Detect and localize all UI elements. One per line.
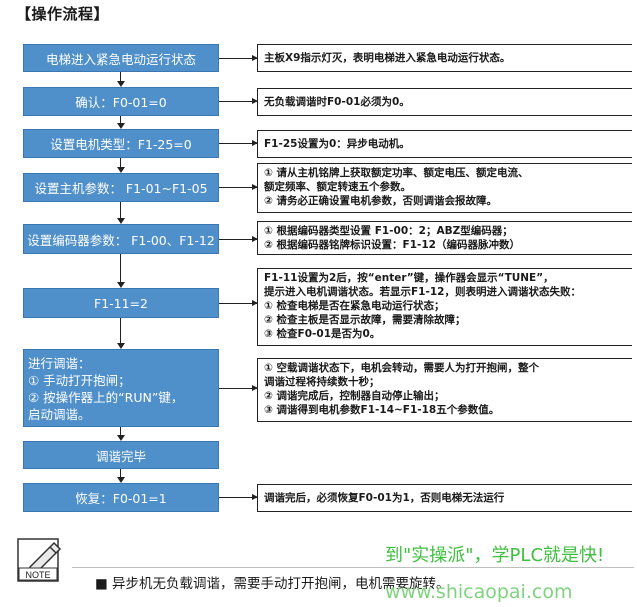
- flow-step-tuning-done: 调谐完毕: [23, 441, 219, 469]
- note-tuning: ① 空载调谐状态下，电机会转动，需要人为打开抱闸，整个 调谐过程将持续数十秒； …: [257, 358, 632, 422]
- connector-line: [120, 202, 121, 218]
- note-line: ① 请从主机铭牌上获取额定功率、额定电压、额定电流、: [264, 167, 529, 179]
- connector-line: [120, 469, 121, 477]
- note-arrow: [219, 98, 258, 104]
- flow-step-label: 调谐完毕: [95, 448, 146, 464]
- note-line: ③ 调谐得到电机参数F1-14~F1-18五个参数值。: [264, 404, 500, 416]
- connector-arrow: [117, 123, 125, 129]
- note-motor-type: F1-25设置为0：异步电动机。: [257, 130, 632, 158]
- flow-step-confirm: 确认：F0-01=0: [23, 87, 219, 116]
- flow-step-restore: 恢复：F0-01=1: [23, 483, 219, 512]
- note-line: ② 检查主板是否显示故障，需要清除故障；: [264, 314, 466, 326]
- watermark-slogan: 到"实操派"，学PLC就是快!: [385, 545, 605, 566]
- flow-step-line: 启动调谐。: [28, 407, 91, 422]
- flow-step-f1-11: F1-11=2: [23, 288, 219, 318]
- connector-arrow: [117, 218, 125, 224]
- note-arrow: [219, 385, 258, 391]
- flow-step-label: 设置主机参数： F1-01~F1-05: [34, 181, 208, 196]
- flow-step-host-params: 设置主机参数： F1-01~F1-05: [23, 173, 219, 202]
- connector-arrow: [117, 435, 125, 441]
- page-title: 【操作流程】: [16, 5, 110, 23]
- note-icon-label: NOTE: [25, 570, 50, 580]
- flow-step-label: F1-11=2: [94, 295, 148, 311]
- note-line: F1-25设置为0：异步电动机。: [264, 138, 410, 150]
- flow-step-label: 确认：F0-01=0: [75, 95, 167, 110]
- note-line: 无负载调谐时F0-01必须为0。: [264, 96, 410, 108]
- note-pencil-icon: NOTE: [16, 537, 68, 585]
- note-line: ③ 检查F0-01是否为0。: [264, 328, 381, 340]
- flow-step-tuning: 进行调谐： ① 手动打开抱闸； ② 按操作器上的“RUN”键， 启动调谐。: [23, 349, 219, 427]
- note-arrow: [219, 300, 258, 306]
- connector-line: [120, 158, 121, 167]
- connector-arrow: [117, 282, 125, 288]
- note-emergency: 主板X9指示灯灭，表明电梯进入紧急电动运行状态。: [257, 44, 632, 72]
- connector-arrow: [117, 81, 125, 87]
- note-line: ① 根据编码器类型设置 F1-00：2；ABZ型编码器；: [264, 225, 513, 237]
- note-line: ① 检查电梯是否在紧急电动运行状态；: [264, 300, 445, 312]
- note-arrow: [219, 494, 258, 500]
- note-line: ② 调谐完成后，控制器自动停止输出；: [264, 390, 445, 402]
- connector-arrow: [117, 343, 125, 349]
- note-line: 额定频率、额定转速五个参数。: [264, 181, 411, 193]
- note-line: 调谐完后，必须恢复F0-01为1，否则电梯无法运行: [264, 492, 505, 504]
- note-host-params: ① 请从主机铭牌上获取额定功率、额定电压、额定电流、 额定频率、额定转速五个参数…: [257, 163, 632, 213]
- note-arrow: [219, 140, 258, 146]
- note-line: ② 根据编码器铭牌标识设置：F1-12（编码器脉冲数）: [264, 239, 520, 251]
- flow-step-encoder-params: 设置编码器参数： F1-00、F1-12: [23, 224, 219, 254]
- connector-line: [120, 254, 121, 282]
- note-arrow: [219, 236, 258, 242]
- connector-line: [120, 427, 121, 435]
- footer-note-text: ■ 异步机无负载调谐，需要手动打开抱闸，电机需要旋转。: [95, 576, 450, 592]
- flow-step-line: 进行调谐：: [28, 356, 91, 371]
- flow-step-label: 设置编码器参数： F1-00、F1-12: [27, 232, 215, 248]
- note-arrow: [219, 184, 258, 190]
- flow-step-label: 设置电机类型：F1-25=0: [50, 137, 192, 152]
- note-arrow: [219, 55, 258, 61]
- note-line: 提示进入电机调谐状态。若显示F1-12，则表明进入调谐状态失败：: [264, 286, 581, 298]
- connector-line: [120, 116, 121, 123]
- note-line: 调谐过程将持续数十秒；: [264, 376, 380, 388]
- connector-line: [120, 72, 121, 81]
- flow-step-label: 恢复：F0-01=1: [75, 491, 167, 506]
- connector-arrow: [117, 167, 125, 173]
- note-restore: 调谐完后，必须恢复F0-01为1，否则电梯无法运行: [257, 484, 632, 512]
- note-confirm: 无负载调谐时F0-01必须为0。: [257, 88, 632, 116]
- note-encoder-params: ① 根据编码器类型设置 F1-00：2；ABZ型编码器； ② 根据编码器铭牌标识…: [257, 221, 632, 255]
- flow-step-line: ② 按操作器上的“RUN”键，: [28, 390, 184, 405]
- flow-step-label: 电梯进入紧急电动运行状态: [45, 51, 196, 67]
- flow-step-emergency: 电梯进入紧急电动运行状态: [23, 44, 219, 72]
- flow-step-line: ① 手动打开抱闸；: [28, 373, 131, 388]
- note-f1-11: F1-11设置为2后，按“enter”键，操作器会显示“TUNE”， 提示进入电…: [257, 268, 632, 346]
- note-line: ① 空载调谐状态下，电机会转动，需要人为打开抱闸，整个: [264, 362, 540, 374]
- note-line: ② 请务必正确设置电机参数，否则调谐会报故障。: [264, 195, 498, 207]
- watermark-url: www.shicaopai.com: [385, 581, 573, 603]
- connector-arrow: [117, 477, 125, 483]
- flow-step-motor-type: 设置电机类型：F1-25=0: [23, 129, 219, 158]
- note-line: F1-11设置为2后，按“enter”键，操作器会显示“TUNE”，: [264, 272, 554, 284]
- note-line: 主板X9指示灯灭，表明电梯进入紧急电动运行状态。: [264, 52, 511, 64]
- connector-line: [120, 318, 121, 343]
- note-divider: [72, 567, 634, 568]
